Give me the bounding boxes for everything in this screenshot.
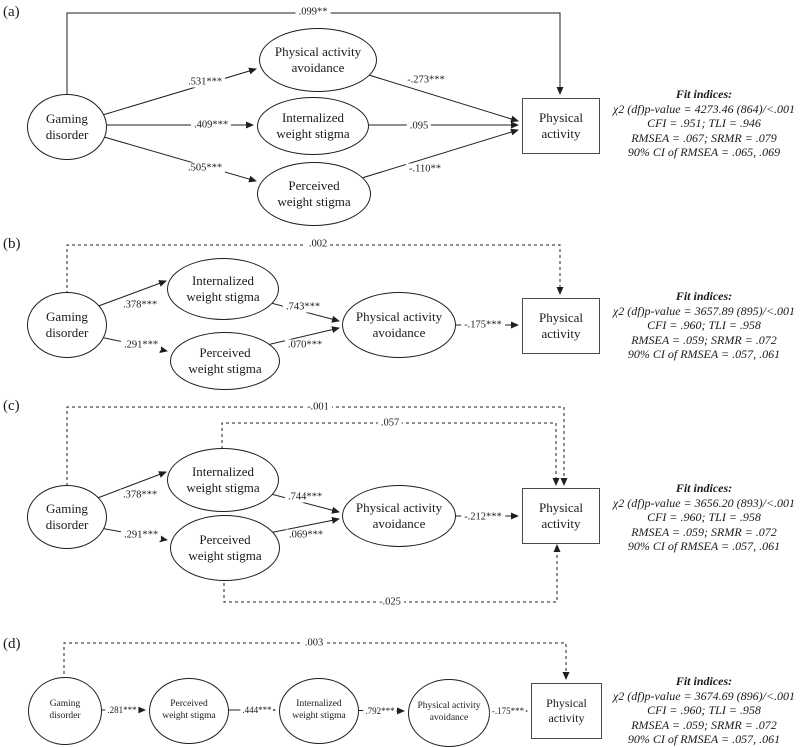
panel-d-coef-direct: .003 [301,637,327,649]
panel-c-coef-direct-iws: .057 [377,417,403,429]
fit-title: Fit indices: [675,481,733,495]
panel-d-node-physical-activity-avoidance: Physical activity avoidance [408,679,490,747]
panel-d-coef-pws-iws: .444*** [240,705,274,715]
panel-c-coef-direct-pws: -.025 [376,596,404,608]
panel-d-node-perceived-weight-stigma: Perceived weight stigma [149,678,229,744]
panel-d-coef-paa-pa: -.175*** [489,706,527,716]
panel-c-node-physical-activity-avoidance: Physical activity avoidance [342,485,456,547]
panel-b-node-perceived-weight-stigma: Perceived weight stigma [170,332,280,390]
panel-a-coef-gd-pws: .505*** [184,162,226,174]
panel-d-fit-indices: Fit indices: χ2 (df)p-value = 3674.69 (8… [598,674,800,747]
panel-b-coef-paa-pa: -.175*** [461,319,505,331]
panel-c-node-perceived-weight-stigma: Perceived weight stigma [170,515,280,581]
panel-c-coef-iws-paa: .744*** [284,491,326,503]
fit-line: 90% CI of RMSEA = .065, .069 [627,145,781,159]
fit-line: 90% CI of RMSEA = .057, .061 [627,732,781,746]
panel-b-node-gaming-disorder: Gaming disorder [27,292,107,358]
panel-b-node-physical-activity-avoidance: Physical activity avoidance [342,292,456,358]
fit-line: χ2 (df)p-value = 3657.89 (895)/<.001 [612,303,796,318]
panel-a-coef-pws-pa: -.110** [406,163,444,175]
panel-b-coef-gd-iws: .378*** [119,299,161,311]
fit-line: RMSEA = .059; SRMR = .072 [631,332,777,347]
panel-a-coef-gd-paa: .531*** [184,76,226,88]
fit-line: 90% CI of RMSEA = .057, .061 [627,347,781,361]
fit-line: CFI = .960; TLI = .958 [647,703,761,717]
panel-a-node-physical-activity-avoidance: Physical activity avoidance [259,28,377,92]
fit-line: CFI = .960; TLI = .958 [647,510,761,524]
panel-d-node-gaming-disorder: Gaming disorder [28,677,102,745]
panel-c-node-gaming-disorder: Gaming disorder [27,485,107,549]
panel-b-coef-direct: .002 [305,238,331,250]
panel-a-node-physical-activity: Physical activity [522,98,600,154]
panel-c-coef-gd-pws: .291*** [120,529,162,541]
panel-b-coef-gd-pws: .291*** [120,339,162,351]
fit-title: Fit indices: [675,289,733,303]
panel-b-node-internalized-weight-stigma: Internalized weight stigma [167,258,279,320]
panel-a-node-perceived-weight-stigma: Perceived weight stigma [257,162,371,226]
panel-d-tag: (d) [3,636,21,652]
fit-title: Fit indices: [675,87,733,101]
fit-line: CFI = .951; TLI = .946 [647,116,761,130]
panel-a-coef-direct: .099** [295,6,331,18]
panel-c-coef-pws-paa: .069*** [285,529,327,541]
panel-d-node-physical-activity: Physical activity [531,683,602,739]
fit-line: χ2 (df)p-value = 4273.46 (864)/<.001 [612,101,796,116]
fit-line: χ2 (df)p-value = 3674.69 (896)/<.001 [612,688,796,703]
fit-line: χ2 (df)p-value = 3656.20 (893)/<.001 [612,495,796,510]
fit-line: RMSEA = .067; SRMR = .079 [631,130,777,145]
panel-c-paths [65,406,568,603]
panel-b-node-physical-activity: Physical activity [522,298,600,354]
panel-c-tag: (c) [3,398,20,414]
panel-c-fit-indices: Fit indices: χ2 (df)p-value = 3656.20 (8… [598,481,800,554]
panel-a-node-gaming-disorder: Gaming disorder [27,94,107,160]
panel-c-coef-gd-iws: .378*** [119,489,161,501]
fit-line: RMSEA = .059; SRMR = .072 [631,717,777,732]
panel-b-coef-pws-paa: .070*** [284,339,326,351]
panel-d-node-internalized-weight-stigma: Internalized weight stigma [279,678,359,744]
fit-line: CFI = .960; TLI = .958 [647,318,761,332]
panel-c-coef-paa-pa: -.212*** [461,511,505,523]
panel-b-coef-iws-paa: .743*** [282,301,324,313]
panel-a-tag: (a) [3,4,20,20]
panel-c-coef-direct-gd: -.001 [304,401,332,413]
fit-line: 90% CI of RMSEA = .057, .061 [627,539,781,553]
panel-c-node-physical-activity: Physical activity [522,488,600,544]
panel-d-coef-gd-pws: .281*** [105,705,139,715]
panel-b-tag: (b) [3,236,21,252]
panel-b-fit-indices: Fit indices: χ2 (df)p-value = 3657.89 (8… [598,289,800,362]
panel-a-node-internalized-weight-stigma: Internalized weight stigma [257,97,369,155]
fit-line: RMSEA = .059; SRMR = .072 [631,524,777,539]
panel-a-coef-iws-pa: .095 [406,120,432,132]
panel-d-coef-iws-paa: .792*** [363,706,397,716]
panel-a-fit-indices: Fit indices: χ2 (df)p-value = 4273.46 (8… [598,87,800,160]
fit-title: Fit indices: [675,674,733,688]
panel-c-node-internalized-weight-stigma: Internalized weight stigma [167,448,279,512]
panel-a-coef-paa-pa: -.273*** [404,74,448,86]
panel-a-coef-gd-iws: .409*** [190,119,232,131]
